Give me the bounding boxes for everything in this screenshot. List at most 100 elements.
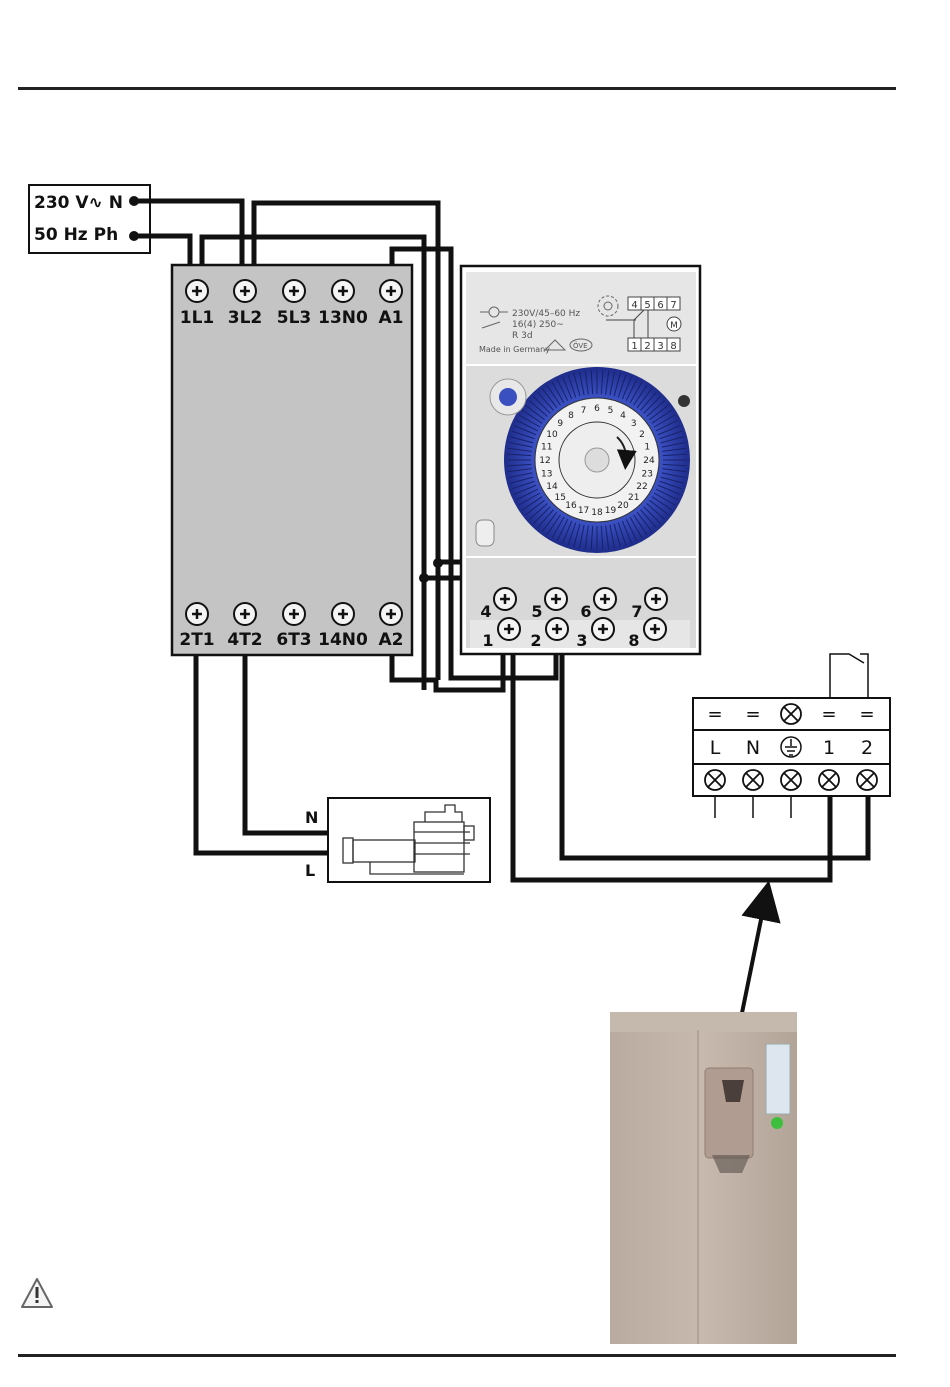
schematic-bottom-label: 1 — [631, 341, 637, 352]
contactor-terminal-screw — [283, 603, 305, 625]
schematic-top-label: 7 — [670, 300, 676, 311]
timer-spec-1: 230V/45–60 Hz — [512, 309, 580, 319]
dial-hour-label: 8 — [568, 411, 574, 421]
timer-terminal-label: 3 — [576, 631, 587, 650]
header-rule — [18, 87, 896, 90]
contactor-terminal-screw — [380, 280, 402, 302]
contactor-terminal-label: 5L3 — [277, 308, 312, 328]
dial-hour-label: 13 — [541, 469, 552, 479]
hp-terminal-label: 2 — [861, 737, 873, 759]
supply-frequency-label: 50 Hz Ph — [34, 225, 118, 245]
dial-hour-label: 4 — [620, 411, 626, 421]
timer-terminal-label: 7 — [631, 602, 642, 621]
schematic-bottom-label: 8 — [670, 341, 676, 352]
dial-hour-label: 16 — [565, 501, 577, 511]
dial-hour-label: 2 — [639, 430, 645, 440]
wire-junction-1 — [433, 558, 443, 568]
dial-hour-label: 12 — [539, 456, 550, 466]
contactor-terminal-screw — [186, 603, 208, 625]
pump-label-l: L — [305, 861, 315, 880]
contactor-terminal-screw — [234, 280, 256, 302]
timer-dial: 123456789101112131415161718192021222324 — [466, 366, 696, 556]
pool-pump: N L — [305, 798, 490, 882]
footer-rule — [18, 1354, 896, 1357]
schematic-motor-label: M — [670, 321, 678, 331]
timer-made-in: Made in Germany — [479, 345, 550, 354]
hp-terminal-screw — [743, 770, 763, 790]
bridge-switch — [830, 654, 868, 698]
contactor-terminal-label: 14N0 — [318, 630, 368, 650]
contactor-terminal-label: 13N0 — [318, 308, 368, 328]
contactor-terminal-label: 4T2 — [227, 630, 262, 650]
timer-terminal-screw — [545, 588, 567, 610]
heatpump-terminal-block: ==== LN12 — [693, 654, 890, 818]
timer-terminal-screw — [494, 588, 516, 610]
timer-terminal-label: 5 — [531, 602, 542, 621]
dial-hour-label: 9 — [557, 419, 563, 429]
dial-hour-label: 5 — [608, 406, 614, 416]
timer-spec-3: R 3d — [512, 331, 533, 341]
contactor: 1L13L25L313N0A1 2T14T26T314N0A2 — [172, 265, 412, 655]
dial-hour-label: 24 — [643, 456, 655, 466]
schematic-top-label: 6 — [657, 300, 663, 311]
dial-hour-label: 6 — [594, 404, 600, 414]
hp-bridge-symbol: = — [745, 704, 760, 725]
dial-hour-label: 19 — [605, 506, 617, 516]
timer-terminal-screw — [644, 618, 666, 640]
contactor-terminal-screw — [186, 280, 208, 302]
dial-hour-label: 18 — [591, 508, 603, 518]
contactor-terminal-label: 3L2 — [228, 308, 263, 328]
timer-terminal-label: 8 — [628, 631, 639, 650]
rating-plate — [766, 1044, 790, 1114]
timer-terminal-screw — [645, 588, 667, 610]
hp-top-screw — [781, 704, 801, 724]
timer-terminal-label: 6 — [580, 602, 591, 621]
contactor-terminal-label: A1 — [379, 308, 404, 328]
supply-box: 230 V∿ N 50 Hz Ph — [29, 185, 150, 253]
timer-terminal-label: 2 — [530, 631, 541, 650]
contactor-terminal-label: A2 — [379, 630, 404, 650]
supply-voltage-label: 230 V∿ N — [34, 193, 123, 213]
contactor-terminal-screw — [332, 280, 354, 302]
dial-hour-label: 15 — [555, 493, 566, 503]
dial-hour-label: 10 — [546, 430, 558, 440]
warning-icon — [22, 1279, 52, 1307]
schematic-top-label: 5 — [644, 300, 650, 311]
timer-terminal-label: 1 — [482, 631, 493, 650]
timer-terminal-screw — [546, 618, 568, 640]
dial-hour-label: 23 — [642, 469, 653, 479]
dial-hour-label: 3 — [631, 419, 637, 429]
contactor-terminal-screw — [234, 603, 256, 625]
hp-terminal-label: 1 — [823, 737, 835, 759]
schematic-bottom-label: 2 — [644, 341, 650, 352]
contactor-terminal-screw — [283, 280, 305, 302]
heatpump-unit-image — [610, 1012, 797, 1344]
hp-terminal-screw — [781, 770, 801, 790]
timer-terminal-label: 4 — [480, 602, 491, 621]
dial-hour-label: 1 — [644, 443, 650, 453]
dial-hour-label: 11 — [541, 443, 552, 453]
hp-terminal-label: N — [746, 737, 760, 759]
contactor-terminal-screw — [332, 603, 354, 625]
green-badge — [771, 1117, 783, 1129]
timer-terminal-screw — [498, 618, 520, 640]
dial-hour-label: 17 — [578, 506, 589, 516]
hp-terminal-label: L — [710, 737, 721, 759]
hp-bridge-symbol: = — [859, 704, 874, 725]
dial-hour-label: 7 — [581, 406, 587, 416]
contactor-terminal-label: 2T1 — [179, 630, 214, 650]
dial-hour-label: 21 — [628, 493, 639, 503]
dial-hour-label: 22 — [636, 482, 647, 492]
wire-junction-2 — [419, 573, 429, 583]
timer-spec-2: 16(4) 250~ — [512, 320, 564, 330]
schematic-bottom-label: 3 — [657, 341, 663, 352]
cable-gland-cover — [705, 1068, 753, 1173]
dial-hour-label: 14 — [546, 482, 558, 492]
timer-switch: 230V/45–60 Hz 16(4) 250~ R 3d Made in Ge… — [461, 266, 700, 654]
contactor-terminal-label: 6T3 — [276, 630, 311, 650]
timer-terminal-screw — [592, 618, 614, 640]
hp-bridge-symbol: = — [707, 704, 722, 725]
timer-terminal-screw — [594, 588, 616, 610]
schematic-top-label: 4 — [631, 300, 637, 311]
